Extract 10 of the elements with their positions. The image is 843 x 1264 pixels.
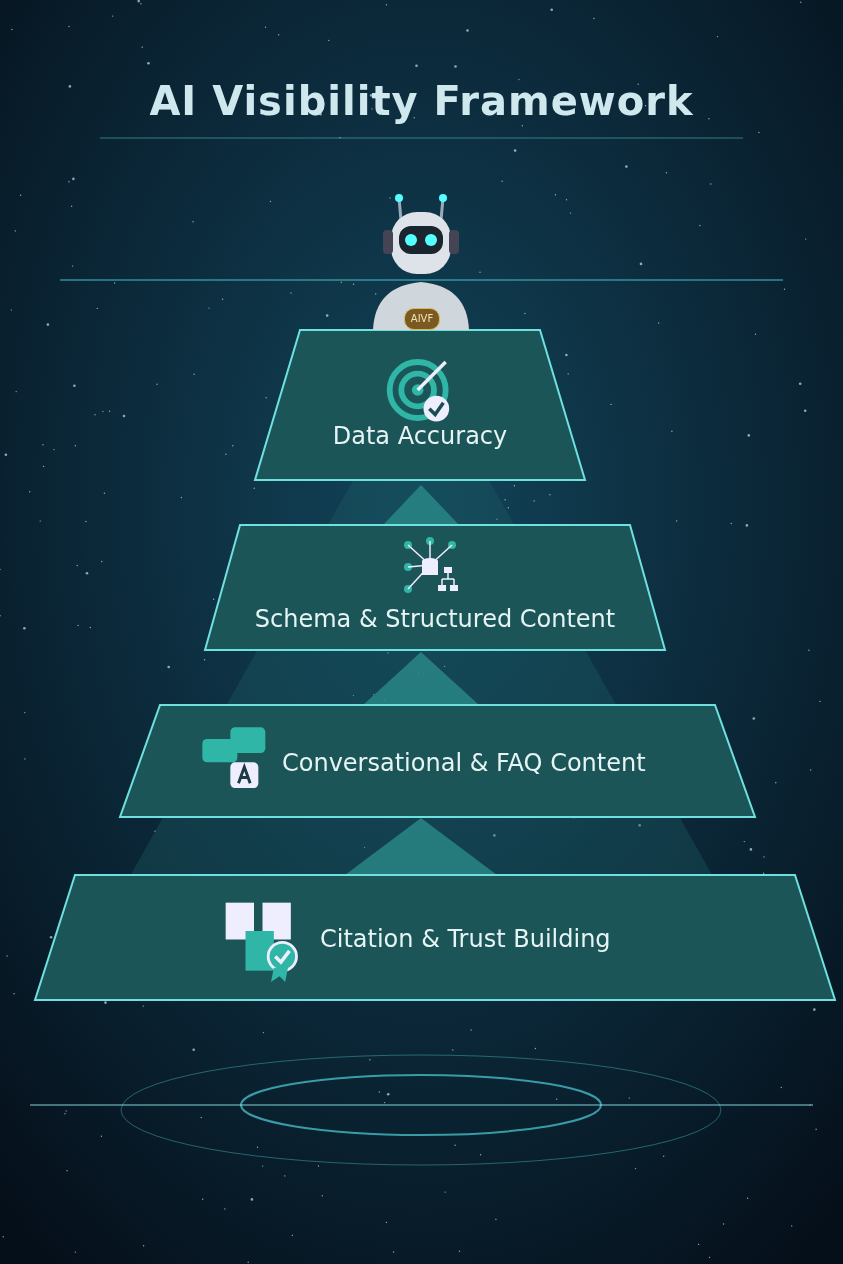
badge-label: AIVF — [404, 308, 440, 330]
pyramid-tier — [35, 875, 835, 1000]
pyramid-tier — [255, 330, 585, 480]
tier-label: Schema & Structured Content — [253, 605, 617, 633]
pyramid-tier — [120, 705, 755, 817]
tier-label: Citation & Trust Building — [320, 925, 611, 953]
tier-label: Data Accuracy — [331, 422, 509, 450]
tier-label: Conversational & FAQ Content — [282, 749, 646, 777]
pyramid-tier — [205, 525, 665, 650]
title: AI Visibility Framework — [148, 78, 695, 124]
